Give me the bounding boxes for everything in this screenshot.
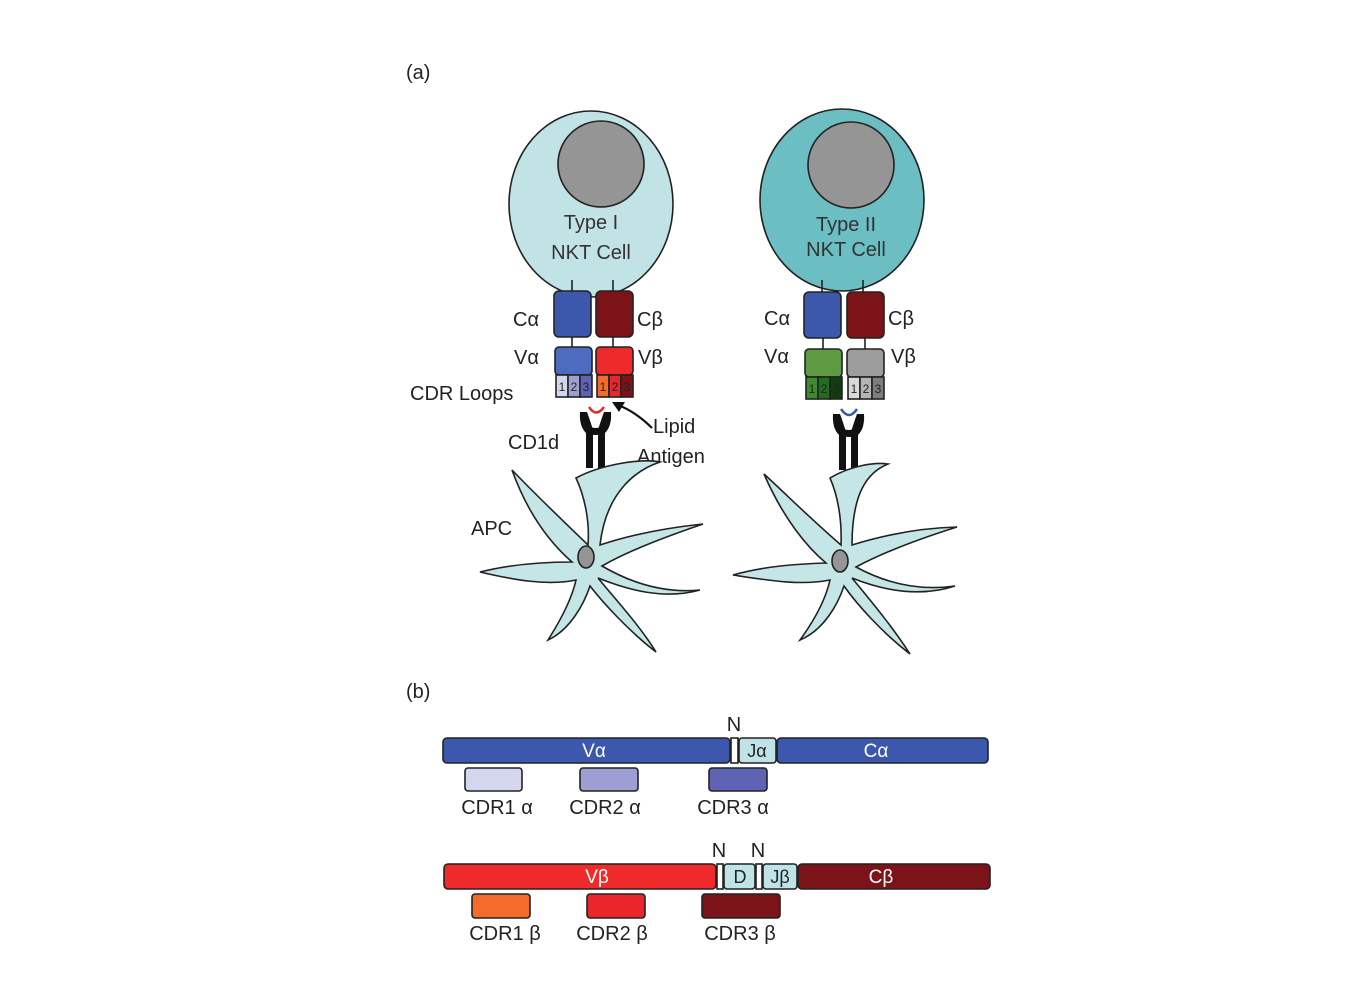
- type2-cdr3-beta-number: 3: [875, 382, 882, 396]
- cd1d-label: CD1d: [508, 432, 559, 454]
- type1-c-beta-domain: [595, 290, 634, 338]
- type2-apc: [732, 462, 958, 655]
- type1-apc: [479, 460, 704, 653]
- beta-v-label: Vβ: [585, 867, 609, 888]
- cdr1-beta-label: CDR1 β: [469, 923, 541, 945]
- cdr3-beta-label: CDR3 β: [704, 923, 776, 945]
- alpha-c-segment: [776, 737, 989, 764]
- type2-cdr2-alpha-number: 2: [821, 382, 828, 396]
- type2-cd1d: [832, 414, 865, 470]
- type1-nucleus: [557, 120, 645, 208]
- type2-apc-nucleus: [831, 549, 849, 573]
- type1-tcr: 1 2 3 1 2 3: [553, 280, 634, 398]
- alpha-v-segment: [442, 737, 731, 764]
- type2-v-alpha-domain: [804, 348, 843, 378]
- beta-chain-bar: Vβ D Jβ Cβ N N: [443, 840, 991, 890]
- type2-nkt-cell: Type II NKT Cell: [759, 108, 925, 292]
- beta-v-segment: [443, 863, 717, 890]
- cdr3-alpha-box: [708, 767, 768, 792]
- alpha-v-label: Vα: [582, 741, 606, 762]
- type1-cdr3-beta-loop: [620, 374, 634, 398]
- beta-j-label: Jβ: [770, 867, 789, 887]
- type1-apc-nucleus: [577, 545, 595, 569]
- beta-cdr-regions: CDR1 β CDR2 β CDR3 β: [469, 893, 781, 945]
- beta-n1-label: N: [712, 840, 726, 862]
- type2-c-alpha-label: Cα: [764, 308, 790, 330]
- type2-cdr2-beta-number: 2: [863, 382, 870, 396]
- type2-cell-label-line2: NKT Cell: [806, 239, 886, 261]
- type1-cdr2-beta-number: 2: [612, 380, 619, 394]
- beta-n2-segment: [755, 863, 763, 890]
- type1-cdr3-beta-number: 3: [624, 380, 631, 394]
- type2-cdr1-alpha-number: 1: [809, 382, 816, 396]
- cdr2-beta-box: [586, 893, 646, 919]
- type1-cdr1-alpha-number: 1: [559, 380, 566, 394]
- beta-n1-segment: [716, 863, 724, 890]
- type1-cell-label-line2: NKT Cell: [551, 242, 631, 264]
- apc-label: APC: [471, 518, 512, 540]
- type1-v-alpha-domain: [554, 346, 593, 376]
- type2-c-beta-label: Cβ: [888, 308, 914, 330]
- panel-b-label: (b): [406, 681, 430, 703]
- type1-c-alpha-label: Cα: [513, 309, 539, 331]
- type1-cdr3-alpha-loop: [579, 374, 593, 398]
- type1-c-alpha-domain: [553, 290, 592, 338]
- type1-v-beta-label: Vβ: [638, 347, 663, 369]
- type1-cdr3-alpha-number: 3: [583, 380, 590, 394]
- cdr3-beta-box: [701, 893, 781, 919]
- type2-cdr1-beta-number: 1: [851, 382, 858, 396]
- alpha-j-label: Jα: [747, 741, 766, 761]
- beta-j-segment: [762, 863, 798, 890]
- type2-cdr3-beta-loop: [871, 376, 885, 400]
- beta-c-label: Cβ: [869, 867, 894, 888]
- type2-v-beta-label: Vβ: [891, 346, 916, 368]
- cdr1-alpha-label: CDR1 α: [461, 797, 533, 819]
- type1-cell-label-line1: Type I: [564, 212, 618, 234]
- type1-cd1d: [579, 412, 612, 468]
- cdr2-alpha-label: CDR2 α: [569, 797, 641, 819]
- cdr-loops-label: CDR Loops: [410, 383, 513, 405]
- alpha-n-label: N: [727, 714, 741, 736]
- type1-cdr1-beta-number: 1: [600, 380, 607, 394]
- alpha-chain-bar: Vα Jα Cα N: [442, 714, 989, 764]
- beta-n2-label: N: [751, 840, 765, 862]
- panel-a-label: (a): [406, 62, 430, 84]
- alpha-n-segment: [730, 737, 739, 764]
- type2-v-alpha-label: Vα: [764, 346, 789, 368]
- type1-nkt-cell: Type I NKT Cell: [508, 110, 674, 298]
- lipid-arrow: [617, 403, 653, 429]
- type2-cdr3-alpha-loop: [829, 376, 843, 400]
- cdr1-alpha-box: [464, 767, 523, 792]
- alpha-c-label: Cα: [864, 741, 889, 762]
- type2-cell-label-line1: Type II: [816, 214, 876, 236]
- type2-tcr: 1 2 3 1 2 3: [803, 280, 885, 400]
- cdr2-alpha-box: [579, 767, 639, 792]
- cdr1-beta-box: [471, 893, 531, 919]
- type2-c-alpha-domain: [803, 291, 842, 339]
- beta-c-segment: [797, 863, 991, 890]
- type1-v-beta-domain: [595, 346, 634, 376]
- type2-c-beta-domain: [846, 291, 885, 339]
- type1-cdr2-alpha-number: 2: [571, 380, 578, 394]
- lipid-label: Lipid: [653, 416, 695, 438]
- type2-cdr3-alpha-number: 3: [833, 382, 840, 396]
- cdr3-alpha-label: CDR3 α: [697, 797, 769, 819]
- alpha-cdr-regions: CDR1 α CDR2 α CDR3 α: [461, 767, 769, 819]
- type1-c-beta-label: Cβ: [637, 309, 663, 331]
- type1-v-alpha-label: Vα: [514, 347, 539, 369]
- beta-d-segment: [723, 863, 756, 890]
- type2-lipid-antigen: [839, 408, 859, 417]
- lipid-arrowhead: [612, 402, 625, 412]
- type2-nucleus: [807, 121, 895, 209]
- type1-lipid-antigen: [587, 406, 606, 414]
- alpha-j-segment: [738, 737, 777, 764]
- type2-v-beta-domain: [846, 348, 885, 378]
- beta-d-label: D: [734, 867, 747, 887]
- cdr2-beta-label: CDR2 β: [576, 923, 648, 945]
